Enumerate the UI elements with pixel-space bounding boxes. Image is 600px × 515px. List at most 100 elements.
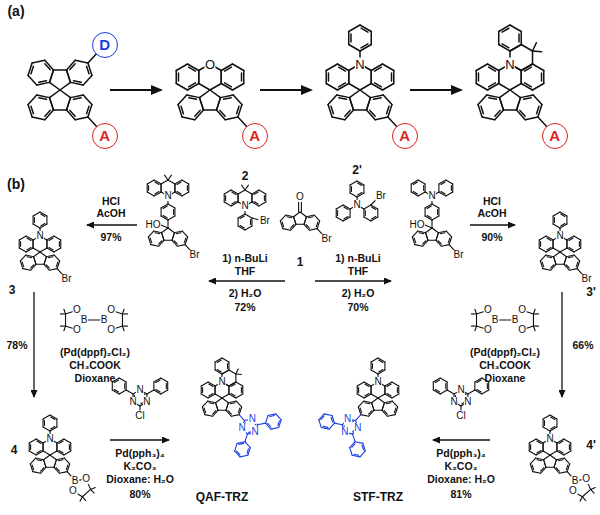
bond-line (31, 66, 33, 74)
bond-line (559, 472, 567, 474)
bond-line (520, 110, 525, 116)
bond-line (374, 410, 382, 411)
atom-label: N (143, 397, 151, 407)
bond-line (43, 443, 44, 451)
bond-line (209, 403, 214, 404)
bond-line (243, 71, 245, 84)
bond-line (423, 241, 426, 245)
bond-line (367, 98, 371, 110)
bond-line (172, 233, 174, 241)
atom-label: O (582, 474, 591, 484)
bond-line (54, 255, 59, 261)
bond-line (87, 66, 89, 74)
bond-line (372, 403, 374, 411)
bond-line (210, 84, 221, 91)
bond-line (533, 325, 538, 326)
bond-line (119, 390, 126, 394)
bond-line (242, 185, 245, 190)
bond-line (332, 416, 334, 424)
bond-line (364, 394, 371, 398)
bond-line (395, 407, 397, 415)
bond-line (161, 225, 168, 228)
reagent-text: THF (235, 266, 255, 277)
bond-line (372, 364, 373, 369)
bond-line (387, 415, 395, 417)
atom-label: O (518, 305, 527, 315)
bond-line (432, 228, 438, 233)
bond-line (176, 64, 187, 71)
atom-label: HO (145, 220, 161, 230)
bond-line (31, 265, 34, 269)
reagent-text: 78% (6, 340, 27, 351)
bond-line (64, 326, 66, 331)
atom-label: N (354, 423, 362, 433)
bond-line (371, 71, 373, 84)
bond-line (371, 358, 378, 362)
bond-line (26, 248, 33, 252)
compound-number: 2' (352, 164, 362, 176)
bond-line (251, 194, 252, 202)
bond-line (43, 419, 44, 427)
bond-line (544, 455, 550, 460)
bond-line (474, 382, 475, 390)
bond-line (54, 248, 61, 252)
bond-line (452, 184, 453, 192)
reagent-text: 81% (450, 489, 471, 500)
bond-line (228, 411, 231, 415)
bond-line (372, 403, 374, 411)
bond-line (177, 192, 181, 194)
atom-label: N (457, 385, 465, 395)
atom-label: B (100, 315, 108, 325)
bond-line (385, 394, 392, 398)
bond-line (428, 240, 436, 241)
bond-line (553, 224, 560, 228)
bond-line (384, 386, 385, 394)
bond-line (168, 175, 171, 180)
bond-line (339, 67, 346, 71)
bond-line (560, 248, 567, 252)
bond-line (189, 98, 197, 100)
bond-line (566, 265, 569, 269)
bond-line (569, 238, 573, 240)
bond-line (199, 98, 203, 110)
bond-line (161, 378, 168, 382)
bond-line (440, 233, 445, 234)
bond-line (29, 439, 36, 443)
bond-line (349, 84, 360, 91)
bond-line (440, 390, 447, 394)
bond-line (331, 417, 333, 422)
bond-line (550, 415, 557, 419)
bond-line (521, 71, 523, 84)
bond-line (229, 382, 236, 386)
bond-line (168, 180, 175, 184)
bond-line (236, 373, 242, 375)
bond-line (227, 364, 228, 369)
bond-line (32, 465, 34, 470)
bond-line (154, 180, 161, 184)
bond-line (220, 110, 225, 116)
bond-line (173, 210, 174, 215)
atom-label: Br (61, 274, 72, 284)
bond-line (162, 233, 164, 241)
bond-line (41, 467, 46, 473)
bond-line (57, 439, 64, 443)
bond-line (271, 427, 279, 429)
bond-line (344, 207, 348, 209)
bond-line (216, 403, 218, 411)
panel-label: (a) (7, 4, 24, 18)
bond-line (29, 451, 36, 455)
bond-line (435, 380, 439, 382)
bond-line (472, 325, 477, 326)
bond-line (371, 217, 378, 221)
bond-line (566, 216, 567, 224)
bond-line (222, 370, 229, 374)
bond-line (19, 248, 26, 252)
bond-line (543, 443, 544, 451)
bond-line (367, 110, 376, 120)
bond-line (477, 390, 481, 392)
reagent-text: 1) n-BuLi (222, 253, 268, 264)
bond-line (237, 106, 239, 114)
bond-line (46, 467, 54, 468)
bond-line (569, 248, 573, 250)
bond-line (161, 180, 168, 184)
